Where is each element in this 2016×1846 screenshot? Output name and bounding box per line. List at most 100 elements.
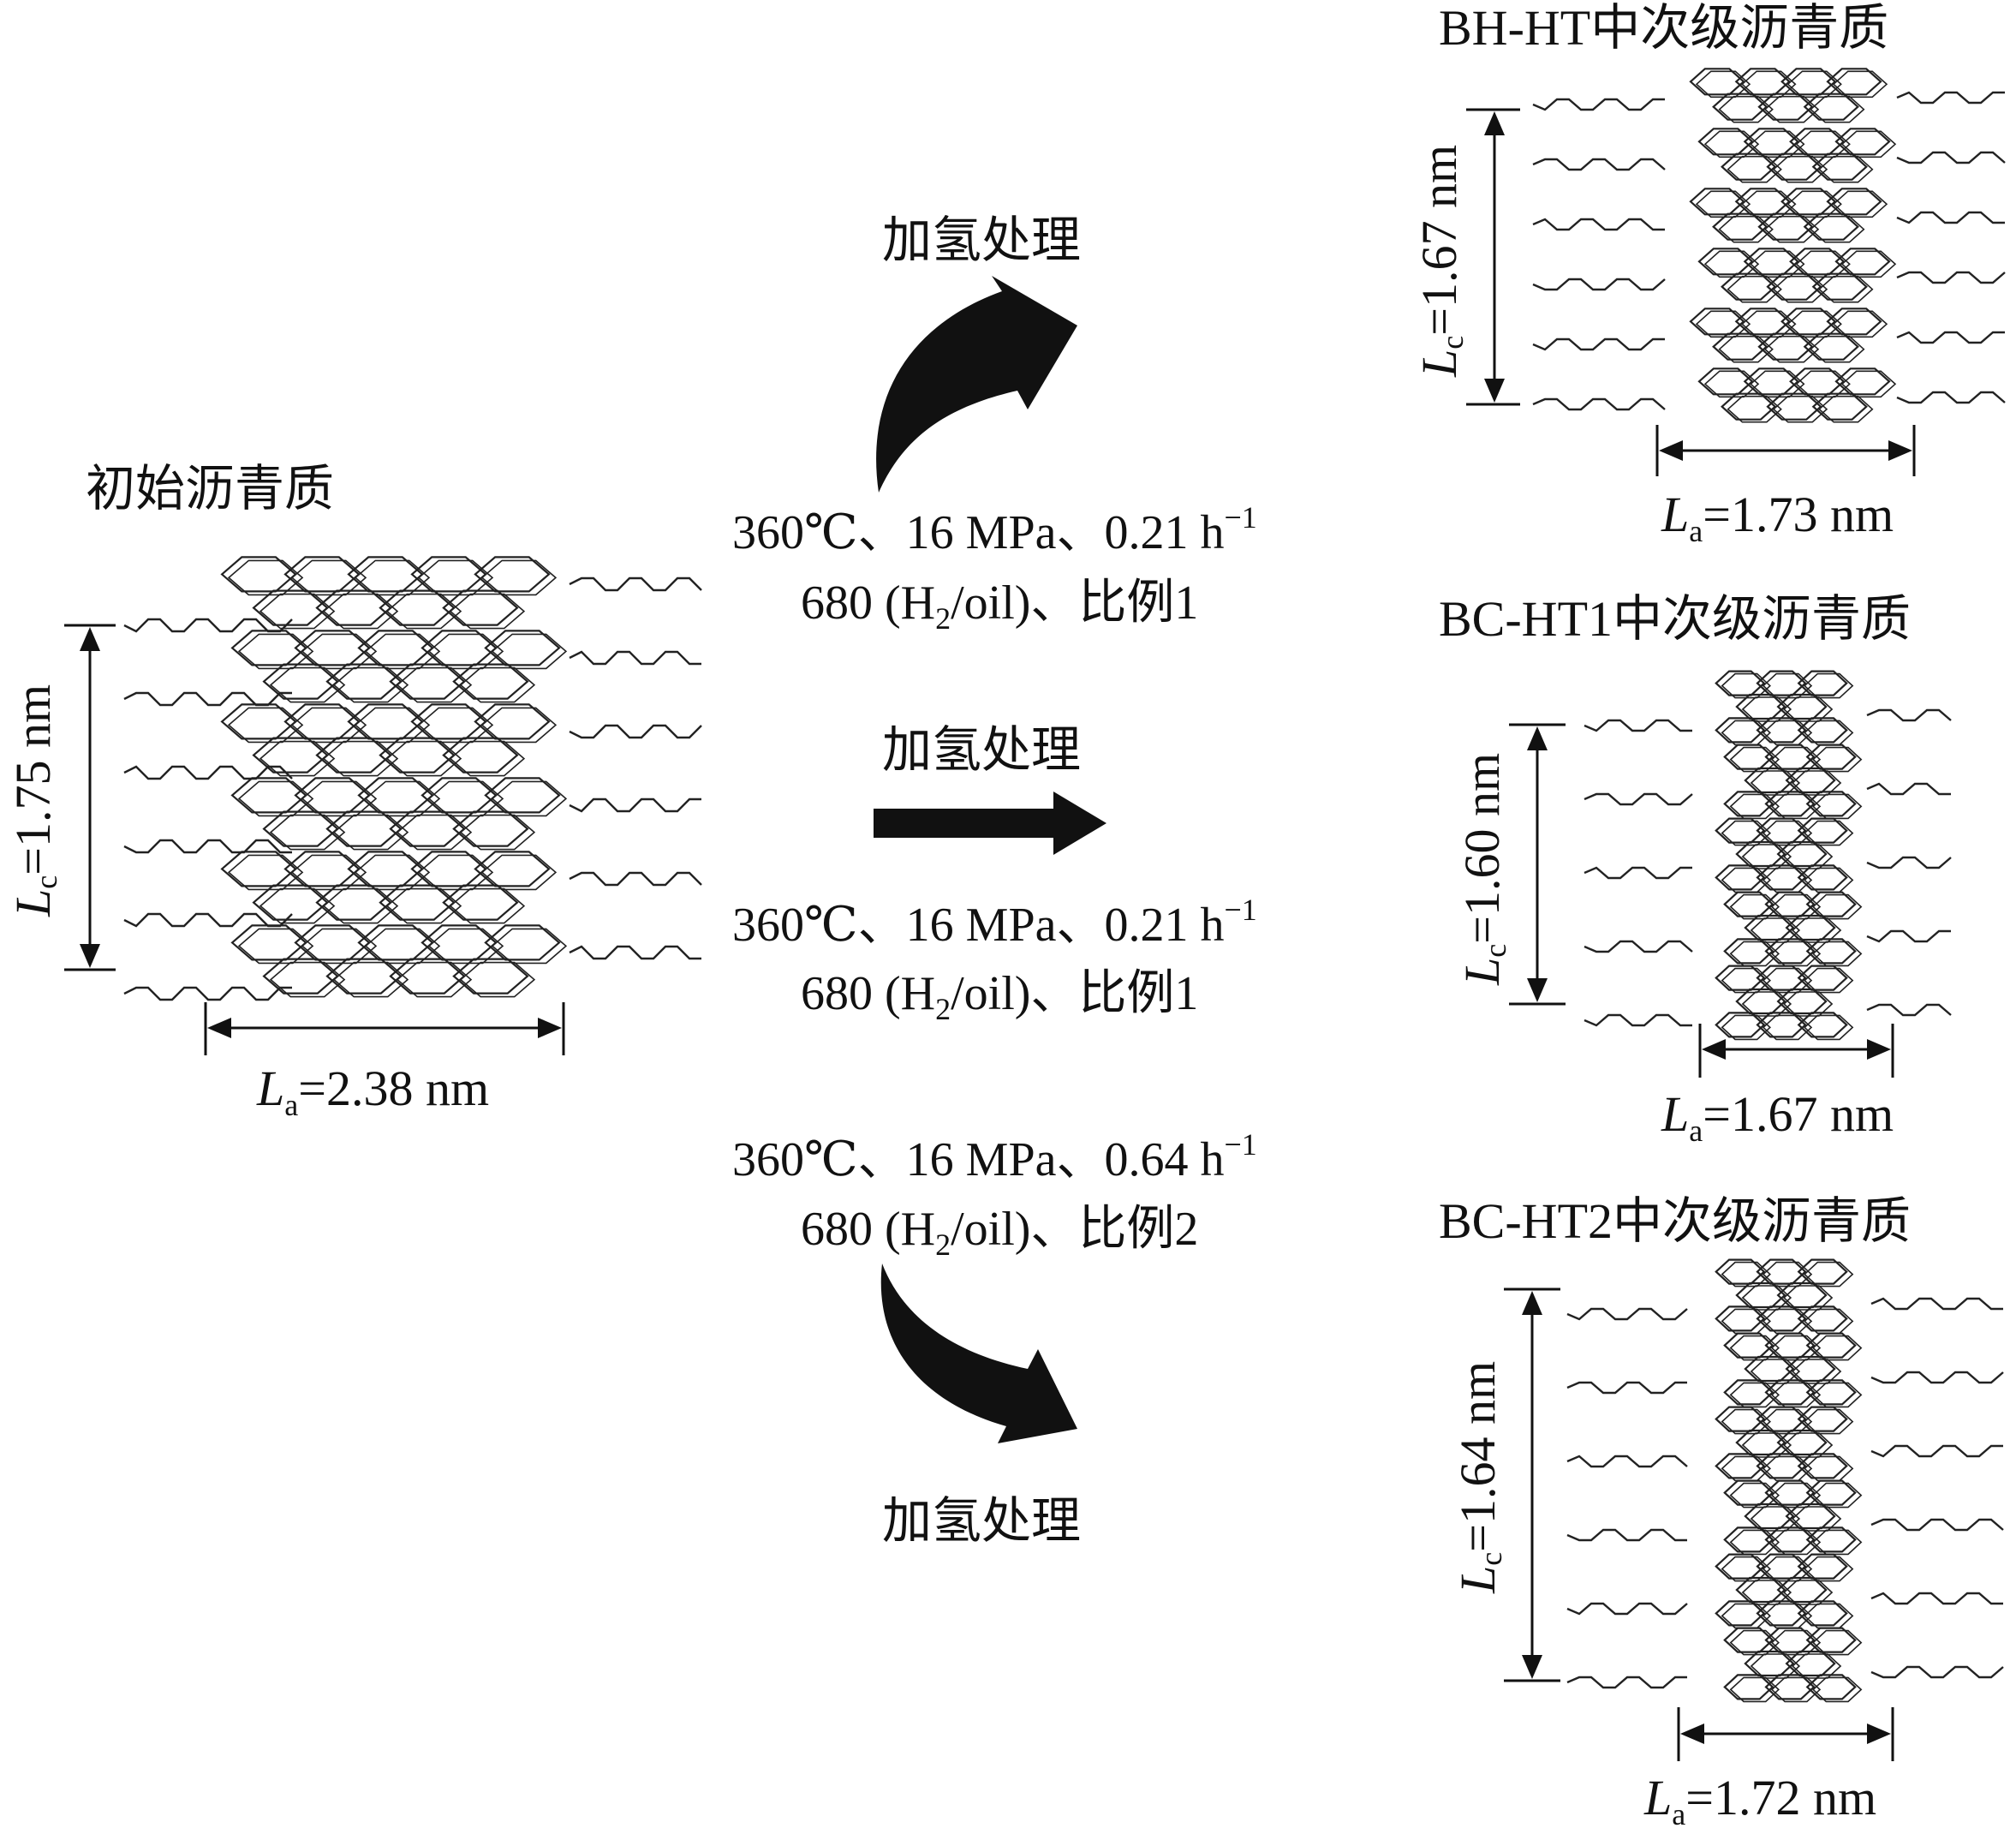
aromatic-ring [442, 737, 519, 774]
alkyl-chain [569, 650, 701, 666]
alkyl-chain [1584, 940, 1693, 953]
alkyl-chain [1896, 211, 2005, 224]
aromatic-ring [1723, 1674, 1774, 1700]
aromatic-ring [1721, 1261, 1771, 1287]
alkyl-chain [1532, 397, 1666, 411]
aromatic-ring [1715, 1258, 1766, 1285]
product-bh-ht-la-dimension: La=1.73 nm [1655, 425, 1916, 548]
aromatic-ring [385, 593, 462, 630]
aromatic-ring [1718, 95, 1774, 123]
hydro-label-bottom: 加氢处理 [882, 1493, 1081, 1549]
aromatic-ring [1721, 1455, 1771, 1482]
aromatic-ring [1811, 272, 1868, 301]
alkyl-chain [1870, 1444, 2003, 1458]
aromatic-ring [290, 559, 367, 596]
aromatic-ring [1721, 1308, 1771, 1335]
initial-la-dimension: La=2.38 nm [204, 1002, 565, 1122]
aromatic-ring [1762, 1308, 1813, 1335]
alkyl-chain [1566, 1381, 1687, 1395]
aromatic-ring [1715, 1012, 1766, 1038]
aromatic-ring [480, 707, 558, 744]
aromatic-ring [1723, 891, 1774, 917]
aromatic-ring [1721, 720, 1771, 746]
aromatic-ring [269, 961, 346, 998]
aromatic-ring [1715, 1553, 1766, 1580]
alkyl-chain [1896, 391, 2006, 404]
aromatic-ring [1723, 1627, 1774, 1653]
aromatic-ring [1804, 1455, 1854, 1482]
aromatic-ring [322, 593, 399, 630]
alkyl-chain [1566, 1307, 1688, 1321]
aromatic-ring [1729, 1676, 1780, 1703]
aromatic-ring [1718, 215, 1774, 243]
aromatic-ring [1763, 95, 1820, 123]
alkyl-chain [569, 871, 702, 887]
alkyl-chain [1896, 331, 2005, 344]
alkyl-chain [1896, 271, 2006, 284]
aromatic-ring [1797, 1453, 1848, 1479]
aromatic-ring [1764, 1526, 1816, 1553]
aromatic-ring [301, 633, 378, 670]
alkyl-chain [1870, 1665, 2004, 1679]
product-bh-ht-title: BH-HT中次级沥青质 [1439, 0, 1888, 56]
aromatic-ring [1723, 744, 1774, 770]
product-bc-ht2-lc-dimension: Lc=1.64 nm [1450, 1287, 1560, 1682]
aromatic-ring [1727, 275, 1782, 303]
aromatic-ring [1756, 1453, 1807, 1479]
alkyl-chain [569, 577, 702, 592]
process-middle: 加氢处理 360℃、16 MPa、0.21 h−1 680 (H2/oil)、比… [732, 722, 1257, 1026]
aromatic-ring [427, 633, 504, 670]
aromatic-ring [1764, 791, 1816, 817]
alkyl-chain [123, 986, 292, 1001]
aromatic-ring [227, 559, 304, 596]
alkyl-chain [1566, 1528, 1687, 1542]
alkyl-chain [1896, 151, 2006, 164]
condition-middle-line2: 680 (H2/oil)、比例1 [801, 967, 1198, 1026]
aromatic-ring [332, 814, 409, 851]
aromatic-ring [1689, 188, 1745, 216]
aromatic-ring [1811, 392, 1868, 421]
initial-la-label: La=2.38 nm [256, 1060, 489, 1122]
aromatic-ring [1727, 395, 1782, 423]
alkyl-chain [1584, 792, 1693, 806]
aromatic-ring [1764, 938, 1816, 965]
product-bc-ht2-stack [1566, 1258, 2004, 1703]
aromatic-ring [1721, 672, 1771, 699]
aromatic-ring [449, 593, 526, 630]
aromatic-ring [1764, 1674, 1816, 1700]
product-bc-ht2: BC-HT2中次级沥青质 Lc=1.64 nm La=1.72 nm [1439, 1193, 2004, 1831]
aromatic-ring [449, 740, 526, 777]
aromatic-ring [259, 593, 336, 630]
aromatic-ring [1712, 212, 1768, 241]
aromatic-ring [1803, 332, 1859, 361]
aromatic-ring [1723, 938, 1774, 965]
aromatic-ring [1803, 93, 1859, 121]
aromatic-ring [396, 666, 473, 703]
aromatic-ring [491, 633, 568, 670]
aromatic-ring [491, 780, 568, 817]
aromatic-ring [1772, 155, 1828, 183]
aromatic-ring [396, 814, 473, 851]
product-bc-ht2-la-label: La=1.72 nm [1643, 1770, 1876, 1831]
condition-top-line2: 680 (H2/oil)、比例1 [801, 577, 1198, 636]
alkyl-chain [1532, 158, 1666, 171]
aromatic-ring [269, 814, 346, 851]
product-bh-ht-la-label: La=1.73 nm [1661, 487, 1894, 548]
alkyl-chain [1866, 929, 1951, 943]
aromatic-ring [227, 854, 304, 891]
product-bh-ht-stack [1532, 68, 2006, 423]
aromatic-ring [1766, 152, 1822, 181]
alkyl-chain [123, 839, 292, 854]
alkyl-chain [123, 912, 293, 928]
aromatic-ring [227, 707, 304, 744]
aromatic-ring [1721, 820, 1771, 846]
aromatic-ring [1772, 395, 1828, 423]
straight-arrow-right [874, 792, 1106, 855]
aromatic-ring [1797, 1600, 1848, 1627]
aromatic-ring [1810, 95, 1865, 123]
alkyl-chain [1896, 91, 2005, 105]
aromatic-ring [442, 589, 519, 626]
alkyl-chain [1866, 1003, 1952, 1017]
aromatic-ring [1804, 1308, 1854, 1335]
aromatic-ring [1805, 1674, 1857, 1700]
